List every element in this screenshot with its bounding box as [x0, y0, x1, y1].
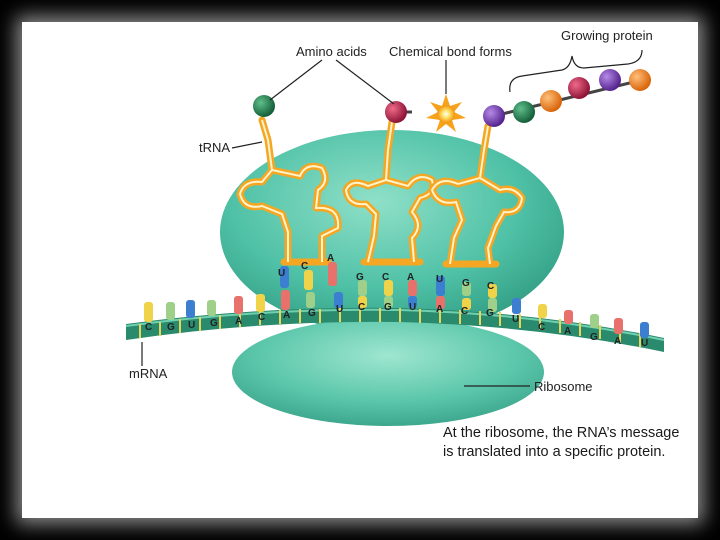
mrna-base-7: A: [283, 310, 290, 321]
label-growing-protein: Growing protein: [561, 28, 653, 43]
anticodon-t2-1: G: [356, 272, 364, 283]
mrna-base-18: A: [564, 326, 571, 337]
growing-protein-chain: [483, 69, 651, 127]
anticodon-t3-3: C: [487, 281, 494, 292]
anticodon-t3-1: U: [436, 274, 443, 285]
mrna-base-9: U: [336, 304, 343, 315]
label-amino-acids: Amino acids: [296, 44, 367, 59]
mrna-base-19: G: [590, 332, 598, 343]
mrna-base-8: G: [308, 308, 316, 319]
mrna-base-3: U: [188, 320, 195, 331]
anticodon-t2-2: C: [382, 272, 389, 283]
anticodon-t1-2: C: [301, 261, 308, 272]
mrna-base-15: G: [486, 308, 494, 319]
anticodon-t3-2: G: [462, 278, 470, 289]
label-trna: tRNA: [199, 140, 230, 155]
anticodon-t1-3: A: [327, 253, 334, 264]
ribosome-small-subunit: [232, 318, 544, 426]
mrna-base-5: A: [235, 316, 242, 327]
mrna-base-16: U: [512, 314, 519, 325]
amino-acids-pointer-left: [270, 60, 322, 100]
anticodon-t2-3: A: [407, 272, 414, 283]
mrna-base-1: C: [145, 322, 152, 333]
mrna-base-13: A: [436, 304, 443, 315]
mrna-base-10: C: [358, 302, 365, 313]
mrna-base-17: C: [538, 322, 545, 333]
label-ribosome: Ribosome: [534, 379, 593, 394]
caption-line-2: is translated into a specific protein.: [443, 443, 679, 462]
mrna-base-12: U: [409, 302, 416, 313]
mrna-base-21: U: [641, 338, 648, 349]
caption: At the ribosome, the RNA’s message is tr…: [443, 424, 679, 462]
caption-line-1: At the ribosome, the RNA’s message: [443, 424, 679, 443]
amino-acids-pointer-right: [336, 60, 394, 104]
anticodon-t1-1: U: [278, 268, 285, 279]
mrna-base-20: A: [614, 336, 621, 347]
amino-acid-red: [385, 101, 412, 123]
mrna-base-4: G: [210, 318, 218, 329]
mrna-base-11: G: [384, 302, 392, 313]
mrna-base-2: G: [167, 322, 175, 333]
mrna-base-6: C: [258, 312, 265, 323]
label-mrna: mRNA: [129, 366, 168, 381]
bond-flash-icon: [426, 94, 466, 132]
mrna-base-14: C: [461, 306, 468, 317]
trna-pointer: [232, 142, 262, 148]
label-chemical-bond: Chemical bond forms: [389, 44, 512, 59]
